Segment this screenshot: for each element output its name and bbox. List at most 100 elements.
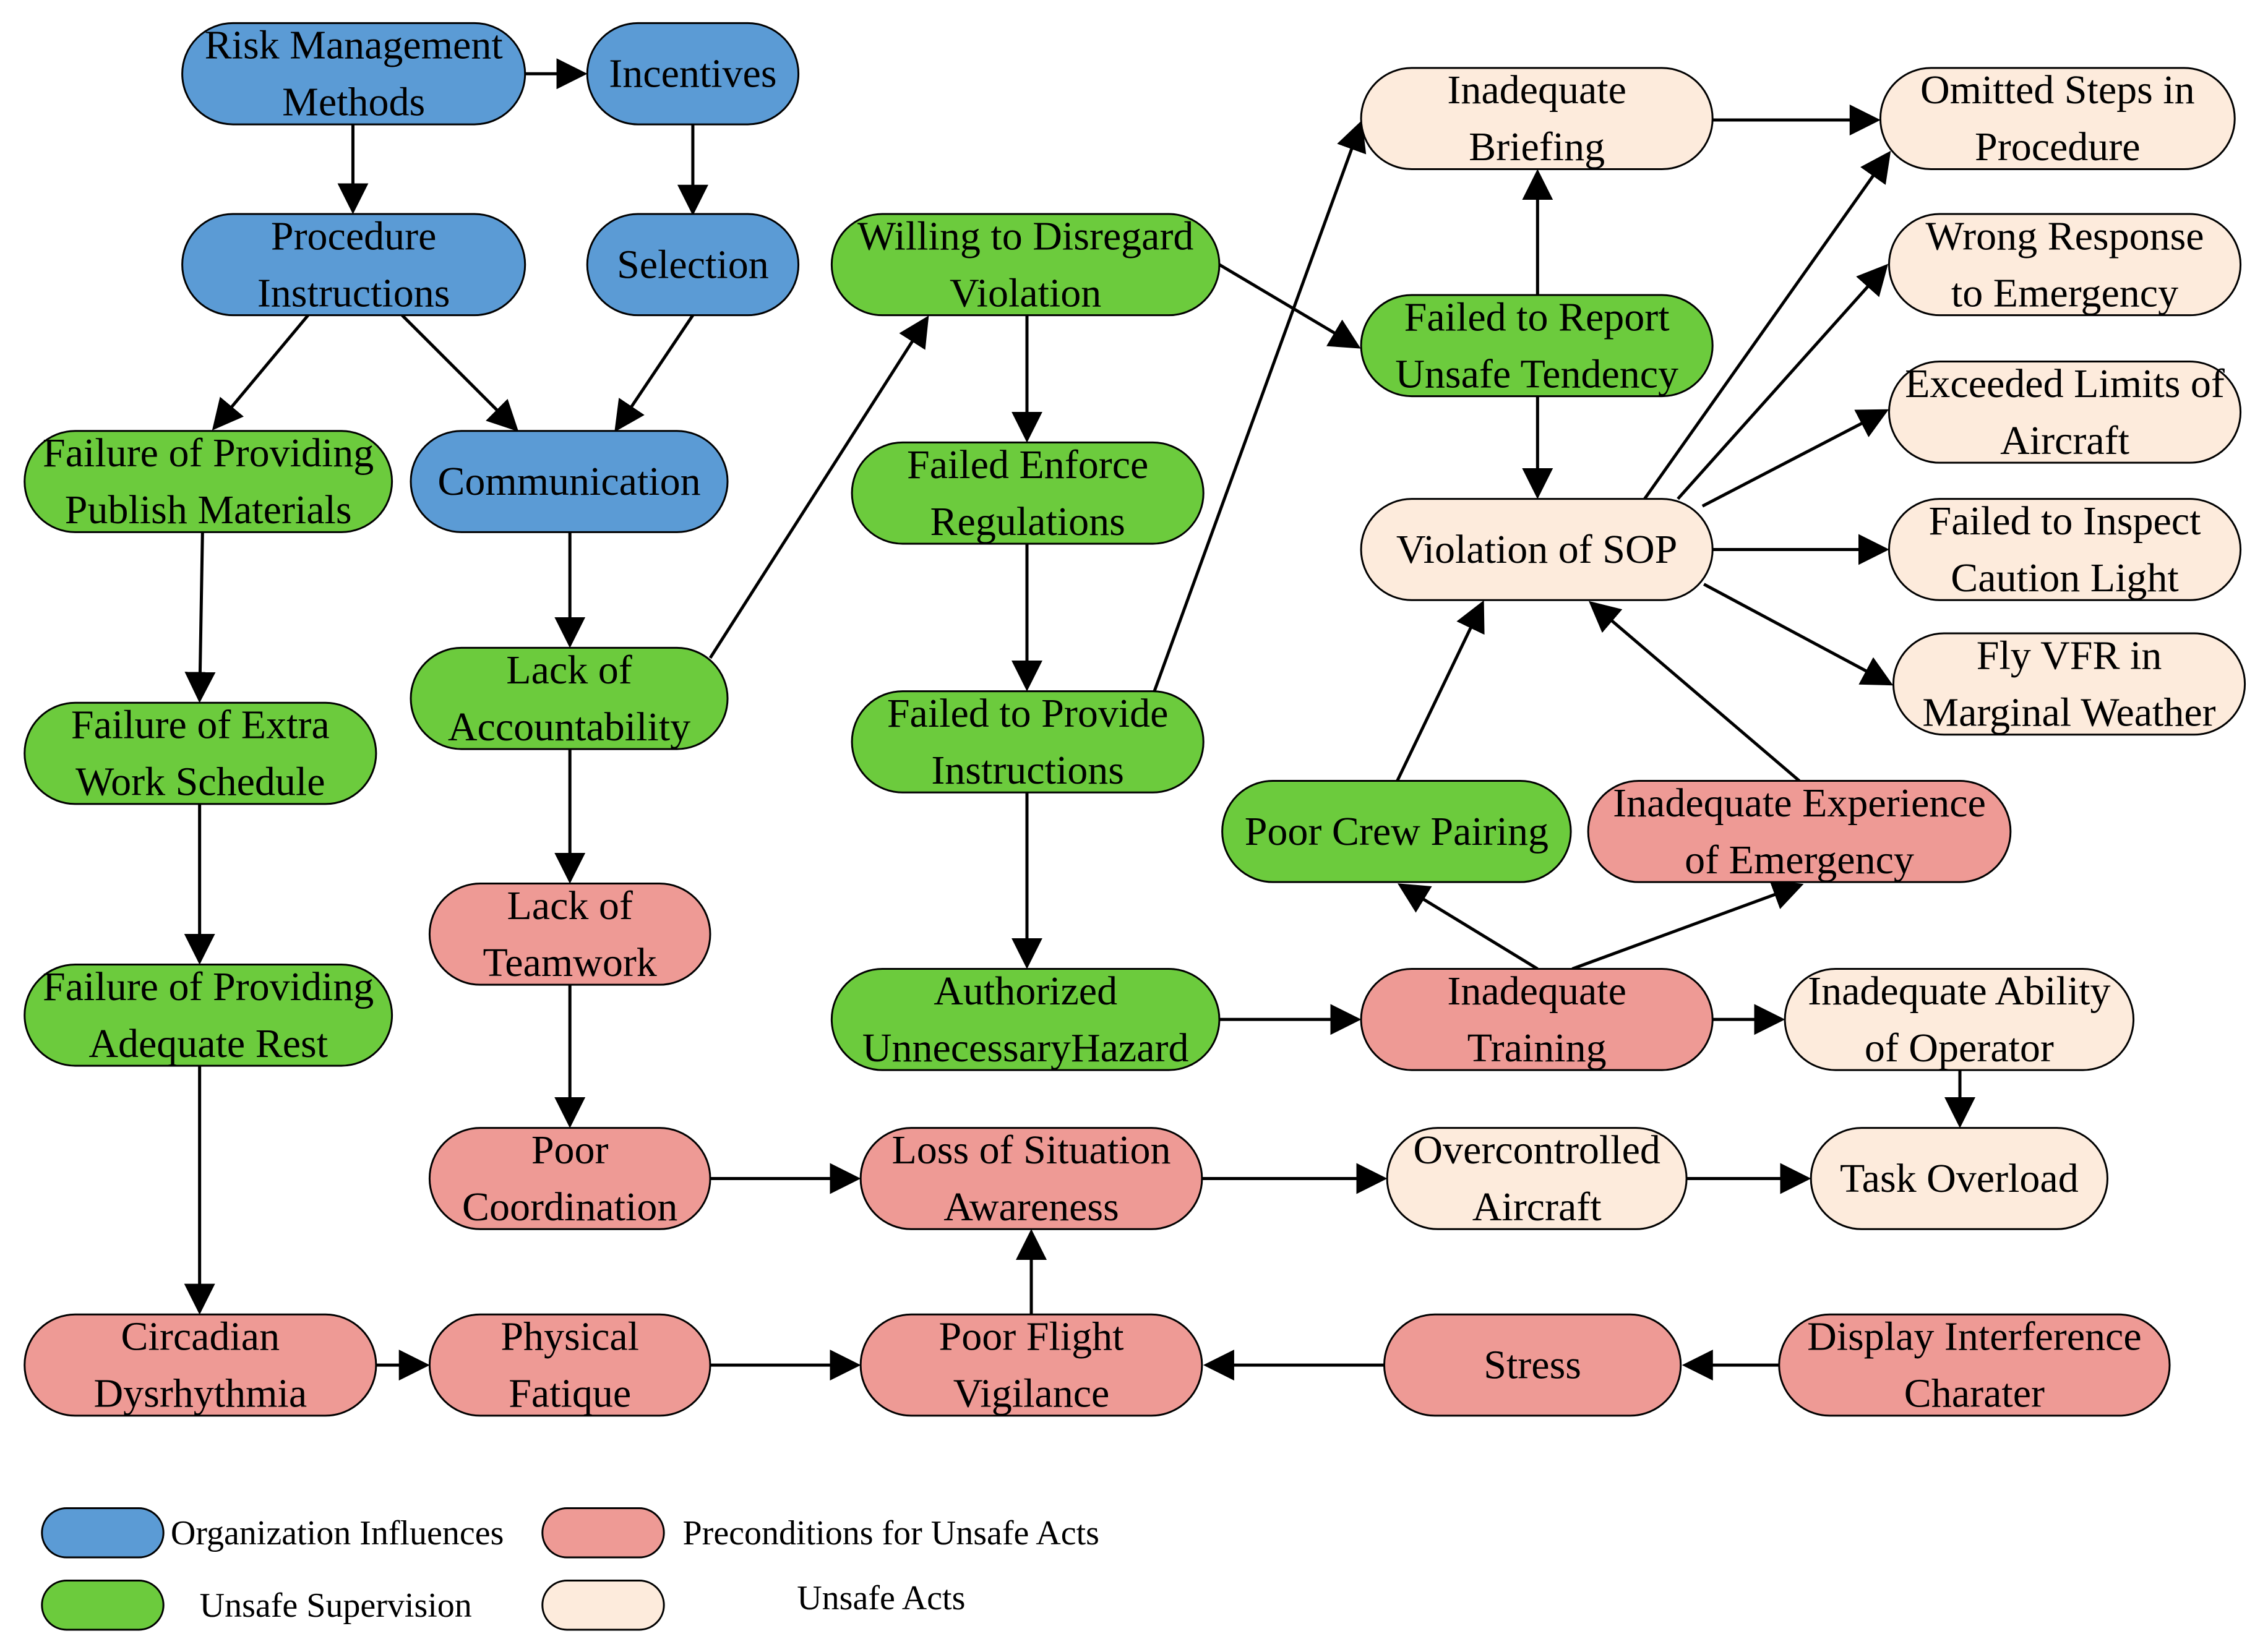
node-label: of Emergency	[1685, 837, 1914, 883]
node-label: Awareness	[943, 1184, 1119, 1230]
node-str: Stress	[1383, 1313, 1682, 1417]
node-label: Procedure	[271, 213, 437, 259]
node-label: Charater	[1904, 1371, 2045, 1416]
node-label: Failed Enforce	[907, 442, 1148, 487]
node-box	[24, 1313, 377, 1417]
node-label: Wrong Response	[1925, 213, 2204, 259]
node-box	[586, 22, 800, 126]
node-box	[1360, 498, 1714, 601]
node-label: Selection	[617, 242, 769, 287]
node-box	[1221, 780, 1572, 883]
node-box	[830, 967, 1221, 1071]
node-label: Instructions	[257, 270, 450, 315]
node-label: to Emergency	[1951, 270, 2178, 315]
node-label: Violation	[950, 270, 1101, 315]
node-label: Unsafe Tendency	[1395, 351, 1678, 396]
arrow-iee-to-vsop	[1589, 601, 1801, 782]
node-box	[181, 22, 526, 126]
node-label: Poor Flight	[939, 1314, 1124, 1359]
arrow-wdv-to-frut	[1218, 263, 1361, 349]
arrow-vsop-to-osp	[1643, 150, 1891, 500]
node-label: Task Overload	[1840, 1156, 2079, 1201]
node-sel: Selection	[586, 213, 800, 317]
node-label: Marginal Weather	[1922, 690, 2215, 735]
legend-label-preconditions: Preconditions for Unsafe Acts	[683, 1514, 1099, 1552]
arrow-vsop-to-wre	[1677, 263, 1889, 500]
legend-label-supervision: Unsafe Supervision	[200, 1586, 472, 1625]
legend-label-organization: Organization Influences	[171, 1514, 504, 1552]
arrow-vsop-to-fvfr	[1703, 583, 1894, 686]
node-label: Aircraft	[2000, 418, 2129, 463]
node-box	[24, 430, 393, 533]
arrow-proc-to-fpm	[212, 314, 309, 430]
node-label: Display Interference	[1807, 1314, 2142, 1359]
node-label: Violation of SOP	[1396, 527, 1677, 572]
arrow-proc-to-comm	[401, 314, 519, 432]
node-label: Incentives	[609, 51, 776, 96]
node-box	[1360, 967, 1714, 1071]
node-fvfr: Fly VFR in Marginal Weather	[1892, 632, 2246, 736]
node-label: Poor	[531, 1128, 609, 1173]
node-label: Failure of Extra	[71, 703, 330, 748]
arrow-it-to-pcp	[1397, 883, 1539, 970]
node-label: Aircraft	[1472, 1184, 1602, 1230]
node-box	[1888, 498, 2242, 601]
node-box	[1810, 1127, 2108, 1230]
arrow-pcp-to-vsop	[1396, 600, 1485, 782]
node-box	[859, 1127, 1203, 1230]
node-box	[1784, 967, 2135, 1071]
node-vsop: Violation of SOP	[1360, 498, 1714, 601]
arrow-sel-to-comm	[614, 314, 694, 432]
node-label: Coordination	[462, 1184, 677, 1230]
node-box	[1879, 67, 2236, 171]
node-box	[1360, 67, 1714, 171]
node-ela: Exceeded Limits of Aircraft	[1888, 361, 2242, 464]
node-box	[851, 690, 1205, 794]
node-box	[1892, 632, 2246, 736]
node-box	[1386, 1127, 1688, 1230]
node-box	[859, 1313, 1203, 1417]
node-label: Exceeded Limits of	[1905, 361, 2225, 406]
node-label: Work Schedule	[75, 760, 325, 805]
node-label: Failed to Inspect	[1929, 499, 2201, 544]
legend: Organization Influences Preconditions for…	[41, 1507, 1099, 1631]
node-label: Fly VFR in	[1977, 633, 2162, 678]
node-box	[1888, 213, 2242, 317]
legend-label-acts: Unsafe Acts	[797, 1579, 965, 1617]
node-label: Briefing	[1469, 124, 1605, 169]
node-to: Task Overload	[1810, 1127, 2108, 1230]
node-label: Failed to Provide	[887, 691, 1169, 736]
node-label: Lack of	[507, 883, 632, 928]
node-label: Methods	[282, 80, 425, 125]
node-label: Instructions	[931, 748, 1124, 793]
legend-swatch-preconditions	[541, 1507, 665, 1559]
node-box	[181, 213, 526, 317]
node-label: Inadequate	[1447, 67, 1626, 113]
node-label: Vigilance	[953, 1371, 1110, 1416]
arrow-vsop-to-ela	[1701, 409, 1889, 508]
node-label: Training	[1467, 1025, 1607, 1071]
node-label: Failure of Providing	[43, 430, 374, 476]
arrow-it-to-iee	[1571, 879, 1804, 970]
node-label: Publish Materials	[65, 487, 352, 533]
node-label: Regulations	[930, 499, 1125, 544]
node-label: Inadequate Ability	[1808, 969, 2110, 1014]
node-label: Omitted Steps in	[1920, 67, 2195, 113]
node-label: Accountability	[448, 704, 690, 750]
